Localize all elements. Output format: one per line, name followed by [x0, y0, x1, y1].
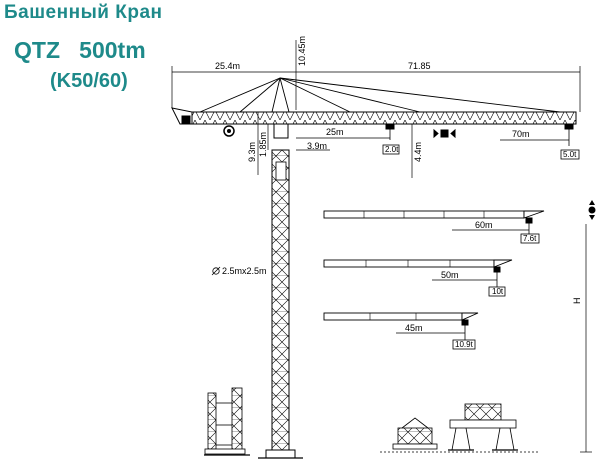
- mast-base-detail: [204, 387, 250, 456]
- model-heading: QTZ 500tm: [14, 37, 146, 64]
- load-box-tip: 5.0t: [560, 149, 580, 160]
- height-adjust-icon: [588, 200, 596, 220]
- dim-hook-drop: 4.4m: [413, 142, 423, 162]
- mast-section-icon: [211, 266, 221, 276]
- dim-mast-section: 2.5mx2.5m: [222, 266, 267, 276]
- load-near-label: 2.0t: [385, 145, 399, 154]
- jib: [171, 107, 577, 125]
- trolley-direction-icon: [433, 128, 456, 139]
- model-name: QTZ: [14, 37, 60, 63]
- variant-45-radius: 45m: [405, 323, 423, 333]
- dim-trolley-near: 3.9m: [307, 141, 327, 151]
- tower-head: [199, 77, 561, 113]
- dim-counter-jib: 25.4m: [215, 61, 240, 71]
- tower-mast: [258, 149, 303, 459]
- variant-50-radius: 50m: [441, 270, 459, 280]
- dim-counter-jib-height: 9.3m: [247, 142, 257, 162]
- dim-climb-height: 1.85m: [258, 132, 268, 157]
- dim-tower-head: 10.45m: [297, 36, 307, 66]
- variant-45-load: 10.9t: [455, 340, 474, 349]
- trolley-near: [385, 123, 395, 140]
- jib-variant-60: [323, 210, 545, 244]
- dim-load-radius-70: 70m: [512, 129, 530, 139]
- portal-gantry: [448, 403, 518, 451]
- dim-height: H: [572, 298, 582, 305]
- dim-jib-length: 71.85: [408, 61, 431, 71]
- jib-variant-45: [323, 312, 479, 350]
- main-crane: [171, 77, 577, 459]
- load-tip-label: 5.0t: [563, 150, 577, 159]
- jib-variant-50: [323, 259, 513, 297]
- variant-50-load: 10t: [492, 287, 504, 296]
- load-box-near: 2.0t: [382, 144, 400, 155]
- diagram-title: Башенный Кран: [4, 2, 163, 23]
- travel-carriage: [392, 417, 438, 450]
- trolley-tip: [564, 123, 574, 146]
- model-capacity: 500tm: [79, 37, 146, 63]
- dim-load-radius-25: 25m: [326, 127, 344, 137]
- variant-60-radius: 60m: [475, 220, 493, 230]
- model-variant: (K50/60): [50, 70, 128, 92]
- variant-60-load: 7.6t: [523, 234, 537, 243]
- dimension-lines: [171, 40, 592, 453]
- operator-cab: [273, 123, 289, 139]
